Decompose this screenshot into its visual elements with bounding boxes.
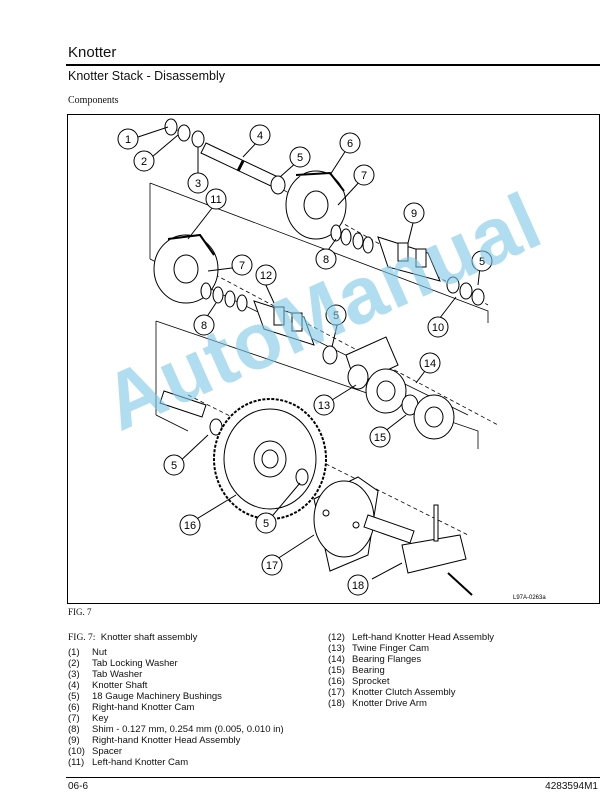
callout-circle: [289, 146, 311, 168]
section-title: Knotter: [68, 44, 117, 61]
list-item: (10)Spacer: [68, 746, 123, 757]
callout-circle: [427, 316, 449, 338]
callout-circle: [255, 512, 277, 534]
callout-circle: [187, 172, 209, 194]
callout-circle: [325, 304, 347, 326]
document-number: 4283594M1: [545, 781, 598, 792]
callout-circle: [419, 352, 441, 374]
callout-label: 7: [361, 170, 367, 182]
list-item: (9)Right-hand Knotter Head Assembly: [68, 735, 241, 746]
list-item: (2)Tab Locking Washer: [68, 658, 178, 669]
parts-list-right: (12)Left-hand Knotter Head Assembly (13)…: [328, 632, 494, 709]
callout-label: 5: [479, 256, 485, 268]
list-item: (8)Shim - 0.127 mm, 0.254 mm (0.005, 0.0…: [68, 724, 284, 735]
callout-label: 6: [347, 138, 353, 150]
list-item: (3)Tab Washer: [68, 669, 143, 680]
list-item: (13)Twine Finger Cam: [328, 643, 430, 654]
callout-circle: [231, 254, 253, 276]
list-item: (5)18 Gauge Machinery Bushings: [68, 691, 222, 702]
callout-label: 7: [239, 260, 245, 272]
callout-label: 5: [171, 460, 177, 472]
callout-circle: [205, 188, 227, 210]
header-rule: [66, 64, 600, 66]
page-subtitle: Knotter Stack - Disassembly: [68, 69, 225, 83]
callout-circle: [339, 132, 361, 154]
footer-rule: [66, 777, 600, 778]
callout-label: 15: [374, 432, 386, 444]
callout-label: 9: [411, 208, 417, 220]
callout-group: 12 3 4 5 6 7 8 9 5 10 11 7 12 8 5 14 13 15 5 16 5 17 18: [117, 124, 493, 596]
caption-title: Knotter shaft assembly: [100, 632, 198, 643]
callout-label: 16: [184, 520, 196, 532]
list-item: (1)Nut: [68, 647, 107, 658]
list-item: (11)Left-hand Knotter Cam: [68, 757, 189, 768]
callout-circle: [133, 150, 155, 172]
callout-circle: [313, 394, 335, 416]
callout-circle: [179, 514, 201, 536]
callout-circle: [255, 264, 277, 286]
list-item: (4)Knotter Shaft: [68, 680, 148, 691]
callout-label: 13: [318, 400, 330, 412]
callout-label: 5: [263, 518, 269, 530]
figure-caption: FIG. 7: Knotter shaft assembly: [68, 632, 197, 643]
list-item: (12)Left-hand Knotter Head Assembly: [328, 632, 495, 643]
callout-label: 3: [195, 178, 201, 190]
callout-circle: [249, 124, 271, 146]
callout-label: 1: [125, 134, 131, 146]
callout-label: 12: [260, 270, 272, 282]
list-item: (16)Sprocket: [328, 676, 390, 687]
list-item: (18)Knotter Drive Arm: [328, 698, 427, 709]
callout-circle: [163, 454, 185, 476]
callout-circle: [369, 426, 391, 448]
callout-label: 18: [352, 580, 364, 592]
components-label: Components: [68, 95, 119, 106]
callout-circle: [117, 128, 139, 150]
list-item: (17)Knotter Clutch Assembly: [328, 687, 456, 698]
callout-label: 2: [141, 156, 147, 168]
callout-circle: [193, 314, 215, 336]
list-item: (15)Bearing: [328, 665, 385, 676]
figure-label: FIG. 7: [68, 607, 92, 617]
figure-code: L97A-0263a: [513, 595, 546, 601]
exploded-view-drawing: 12 3 4 5 6 7 8 9 5 10 11 7 12 8 5 14 13 15 5 16 5 17 18 L97A-0…: [117, 118, 546, 601]
callout-label: 11: [210, 194, 221, 206]
callout-label: 17: [266, 560, 278, 572]
callout-circle: [315, 248, 337, 270]
callout-label: 14: [424, 358, 436, 370]
list-item: (7)Key: [68, 713, 109, 724]
callout-label: 8: [201, 320, 207, 332]
callout-circle: [261, 554, 283, 576]
list-item: (6)Right-hand Knotter Cam: [68, 702, 195, 713]
callout-circle: [347, 574, 369, 596]
callout-label: 10: [432, 322, 444, 334]
callout-label: 5: [333, 310, 339, 322]
caption-fig-ref: FIG. 7:: [68, 633, 96, 643]
callout-label: 5: [297, 152, 303, 164]
list-item: (14)Bearing Flanges: [328, 654, 422, 665]
callout-circle: [403, 202, 425, 224]
callout-label: 4: [257, 130, 263, 142]
parts-list-left: (1)Nut (2)Tab Locking Washer (3)Tab Wash…: [68, 647, 284, 768]
page-number: 06-6: [68, 781, 89, 792]
callout-label: 8: [323, 254, 329, 266]
callout-circle: [471, 250, 493, 272]
callout-circle: [353, 164, 375, 186]
